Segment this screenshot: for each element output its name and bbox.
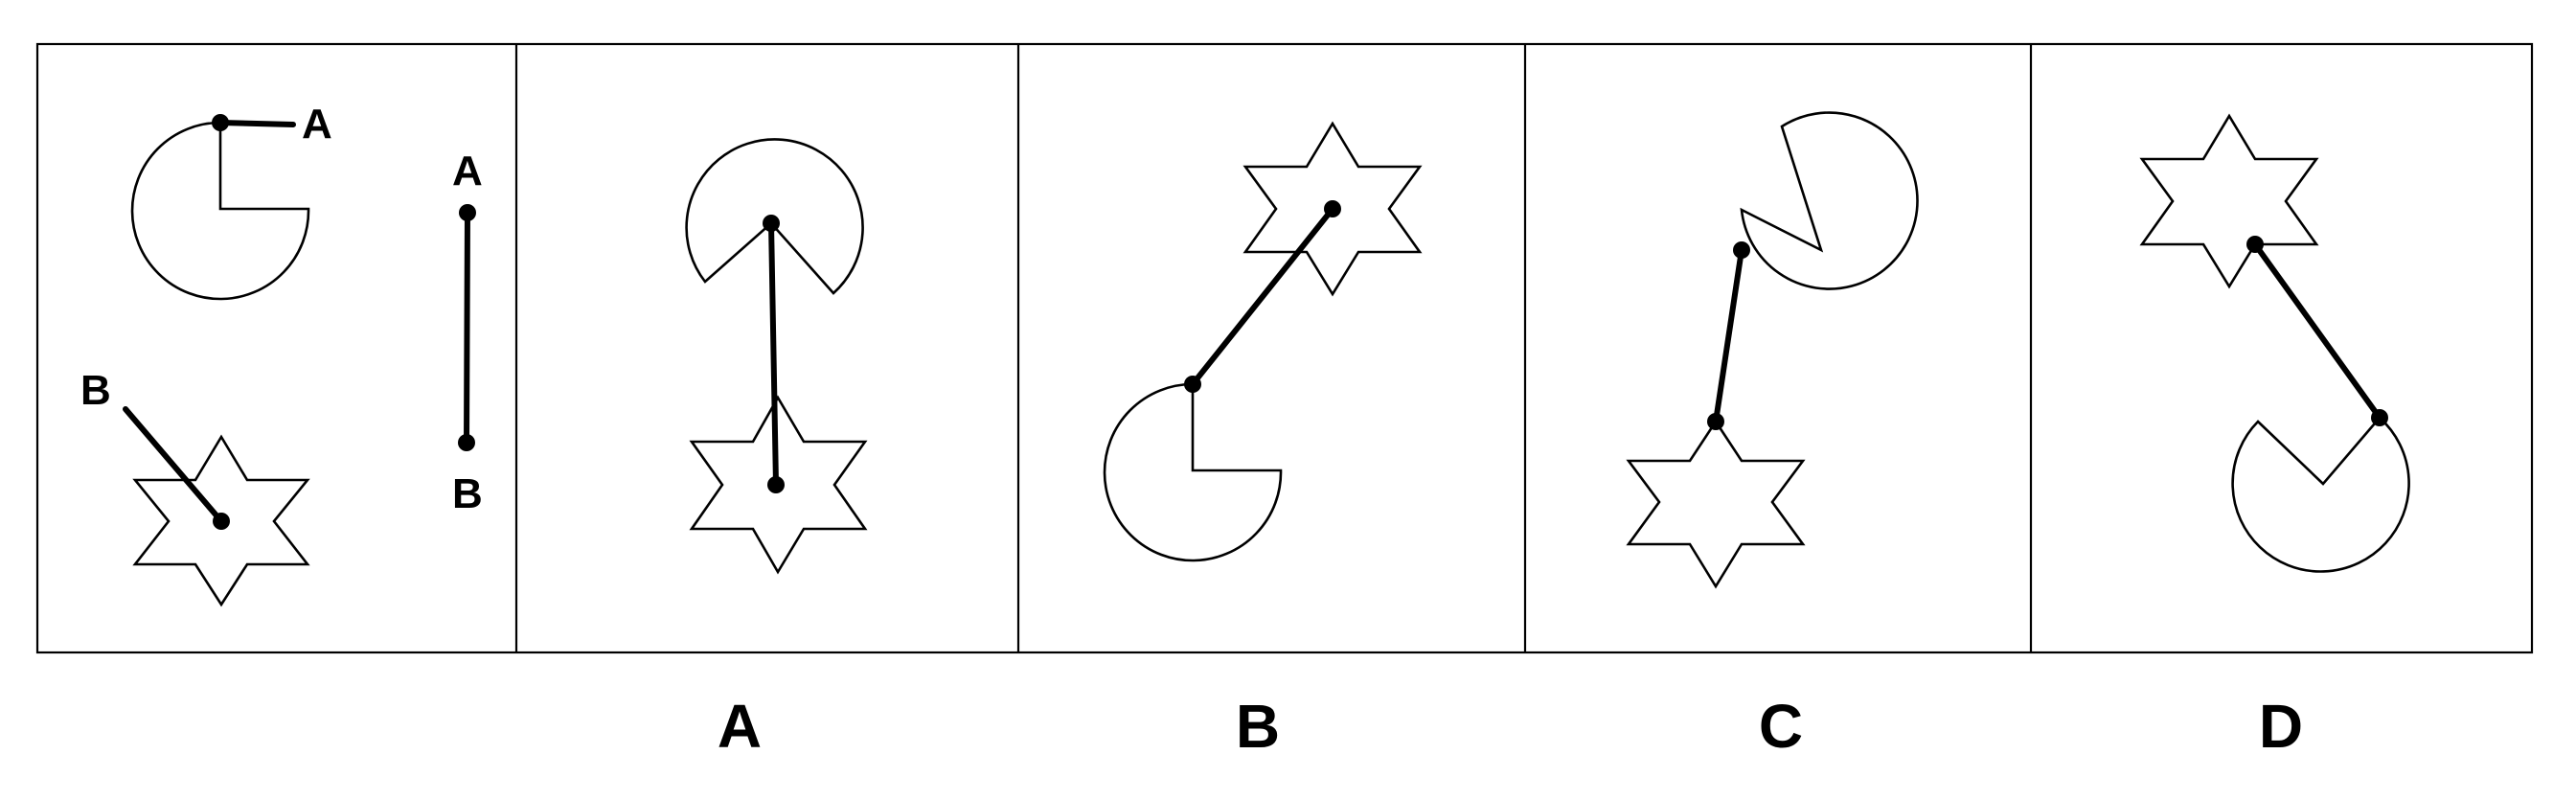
option-c-pie bbox=[1740, 111, 1919, 290]
option-b-figure bbox=[1103, 121, 1423, 562]
option-c-rod bbox=[1713, 247, 1744, 424]
reference-rod-bottom-label: B bbox=[452, 470, 483, 517]
option-label-a[interactable]: A bbox=[718, 692, 762, 761]
option-label-c[interactable]: C bbox=[1759, 692, 1803, 761]
option-d-dot bbox=[2371, 409, 2388, 426]
panel-frames bbox=[35, 42, 2534, 654]
star-pivot-dot bbox=[213, 513, 230, 530]
pie-rod bbox=[217, 120, 296, 127]
option-d-pie bbox=[2231, 416, 2410, 573]
option-label-b[interactable]: B bbox=[1236, 692, 1280, 761]
pie-pivot-dot bbox=[212, 114, 229, 131]
outer-frame bbox=[35, 42, 2534, 654]
option-b-pie bbox=[1103, 382, 1283, 562]
option-c-dot bbox=[1707, 413, 1724, 430]
pie-shape bbox=[130, 121, 310, 301]
option-d-dot bbox=[2246, 236, 2264, 253]
option-b-dot bbox=[1324, 200, 1341, 217]
reference-rod-top-dot bbox=[459, 204, 476, 221]
option-c-figure bbox=[1626, 111, 1919, 589]
option-a-dot bbox=[763, 215, 780, 232]
question-panel: A B A B bbox=[80, 101, 483, 607]
option-a-figure bbox=[685, 138, 868, 575]
option-b-star bbox=[1242, 121, 1423, 297]
star-rod bbox=[123, 406, 224, 524]
option-c-dot bbox=[1733, 241, 1750, 259]
option-a-star bbox=[689, 395, 868, 575]
option-labels: A B C D bbox=[718, 692, 2303, 761]
option-d-star bbox=[2139, 113, 2319, 289]
star-endpoint-label: B bbox=[80, 367, 111, 414]
option-c-star bbox=[1626, 419, 1806, 589]
option-a-rod bbox=[768, 220, 779, 488]
option-a-pie bbox=[685, 138, 864, 295]
reference-rod-bottom-dot bbox=[458, 434, 475, 451]
option-d-rod bbox=[2252, 241, 2382, 421]
option-b-dot bbox=[1184, 376, 1201, 393]
star-shape bbox=[132, 434, 310, 607]
pie-endpoint-label: A bbox=[302, 101, 332, 148]
option-a-dot bbox=[767, 476, 785, 493]
option-b-rod bbox=[1190, 206, 1335, 387]
option-d-figure bbox=[2139, 113, 2410, 573]
option-label-d[interactable]: D bbox=[2259, 692, 2303, 761]
reference-rod-top-label: A bbox=[452, 148, 483, 194]
